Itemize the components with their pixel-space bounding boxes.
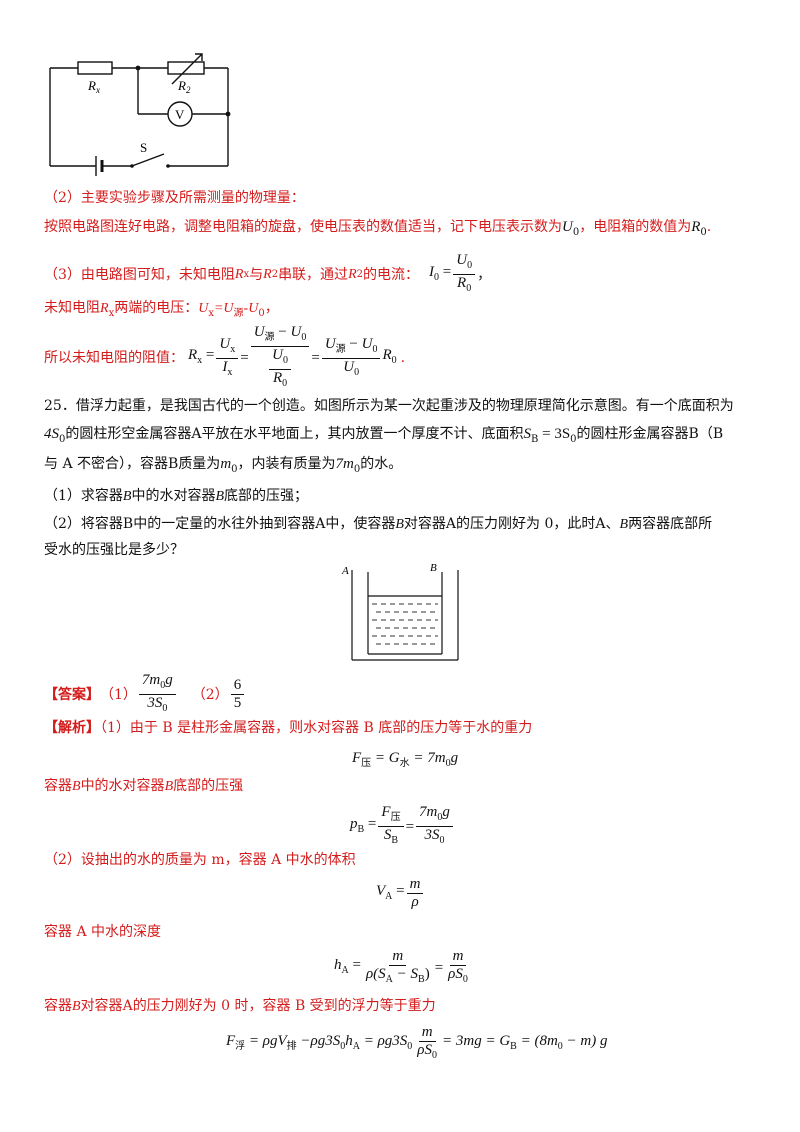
analysis-line4: 容器 A 中水的深度	[44, 924, 162, 940]
part2-heading: （2）主要实验步骤及所需测量的物理量：	[44, 190, 305, 206]
r2-label: R2	[177, 78, 191, 95]
part3-line2: 未知电阻Rx两端的电压：Ux=U源-U0，	[44, 300, 279, 319]
q25-line3: 与 A 不密合），容器B质量为m0，内装有质量为7m0的水。	[44, 456, 403, 475]
eq4: hA = m ρ(SA − SB) = m ρS0	[334, 948, 468, 985]
eq2: pB = F压 SB = 7m0g 3S0	[350, 804, 455, 849]
analysis-line5: 容器B对容器A的压力刚好为 0 时，容器 B 受到的浮力等于重力	[44, 998, 436, 1014]
answer2-fraction: 6 5	[230, 677, 245, 712]
q25-sub1: （1）求容器B中的水对容器B底部的压强；	[44, 488, 309, 504]
container-figure: A B	[341, 562, 459, 661]
q25-sub2-line2: 受水的压强比是多少？	[44, 542, 184, 558]
label-a: A	[341, 565, 349, 577]
answer-line: 【答案】（1） 7m0g 3S0 （2） 6 5	[44, 672, 246, 717]
q25-line2: 4S0的圆柱形空金属容器A平放在水平地面上，其内放置一个厚度不计、底面积SB =…	[44, 426, 724, 445]
label-b: B	[430, 562, 437, 574]
q25-sub2: （2）将容器B中的一定量的水往外抽到容器A中，使容器B对容器A的压力刚好为 0，…	[44, 516, 713, 532]
i0-fraction: U0 R0	[453, 252, 476, 297]
analysis-line1: 【解析】（1）由于 B 是柱形金属容器，则水对容器 B 底部的压力等于水的重力	[44, 720, 533, 736]
answer1-fraction: 7m0g 3S0	[138, 672, 176, 717]
eq3: VA = m ρ	[376, 876, 425, 911]
resistor-rx	[77, 61, 113, 75]
water-lines	[372, 603, 438, 645]
circuit-diagram: Rx R2 V S	[49, 53, 231, 176]
eq5: F浮 = ρgV排 −ρg3S0hA = ρg3S0 m ρS0 = 3mg =…	[226, 1024, 608, 1061]
resistor-r2	[167, 61, 205, 75]
rx-label: Rx	[87, 78, 100, 95]
eq1: F压 = G水 = 7m0g	[352, 750, 459, 769]
switch-blade	[131, 153, 165, 167]
part2-text: 按照电路图连好电路，调整电阻箱的旋盘，使电压表的数值适当，记下电压表示数为U0，…	[44, 219, 712, 238]
analysis-line2: 容器B中的水对容器B底部的压强	[44, 778, 244, 794]
q25-line1: 25．借浮力起重，是我国古代的一个创造。如图所示为某一次起重涉及的物理原理简化示…	[44, 398, 734, 414]
switch-label: S	[140, 140, 147, 155]
voltmeter-label: V	[175, 107, 185, 122]
analysis-line3: （2）设抽出的水的质量为 m，容器 A 中水的体积	[44, 852, 356, 868]
